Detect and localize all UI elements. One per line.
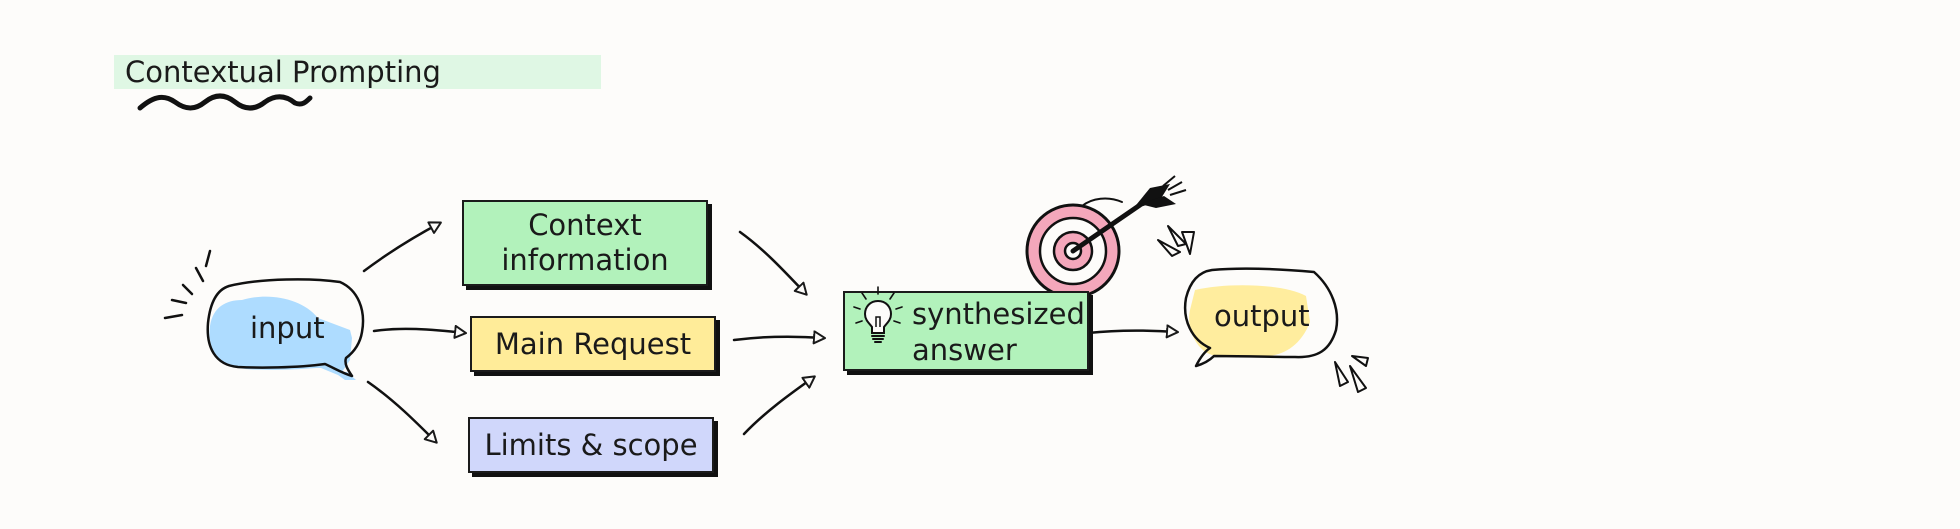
input-bubble [163,249,365,380]
arrow-limits-to-synth [742,375,816,436]
arrow-input-to-context [362,221,442,273]
main-request-label: Main Request [494,326,692,361]
context-information-label: Context information [501,208,669,277]
squiggle-underline [137,93,313,111]
limits-scope-box: Limits & scope [468,417,714,473]
page-title: Contextual Prompting [125,55,441,89]
title-highlight [114,55,601,89]
lightbulb-icon [853,286,903,343]
limits-scope-label: Limits & scope [484,427,698,462]
output-bubble [1183,267,1369,393]
arrow-input-to-main [372,324,467,339]
arrow-synth-to-output [1086,324,1179,339]
output-label: output [1214,299,1310,333]
main-request-box: Main Request [470,316,716,372]
arrow-context-to-synth [738,230,808,296]
synthesized-answer-line2: answer [912,333,1017,367]
synthesized-answer-line1: synthesized [912,297,1085,331]
input-label: input [250,311,325,345]
arrow-main-to-synth [732,330,826,345]
arrow-input-to-limits [366,380,438,444]
context-information-box: Context information [462,200,708,286]
target-icon [1025,175,1195,299]
